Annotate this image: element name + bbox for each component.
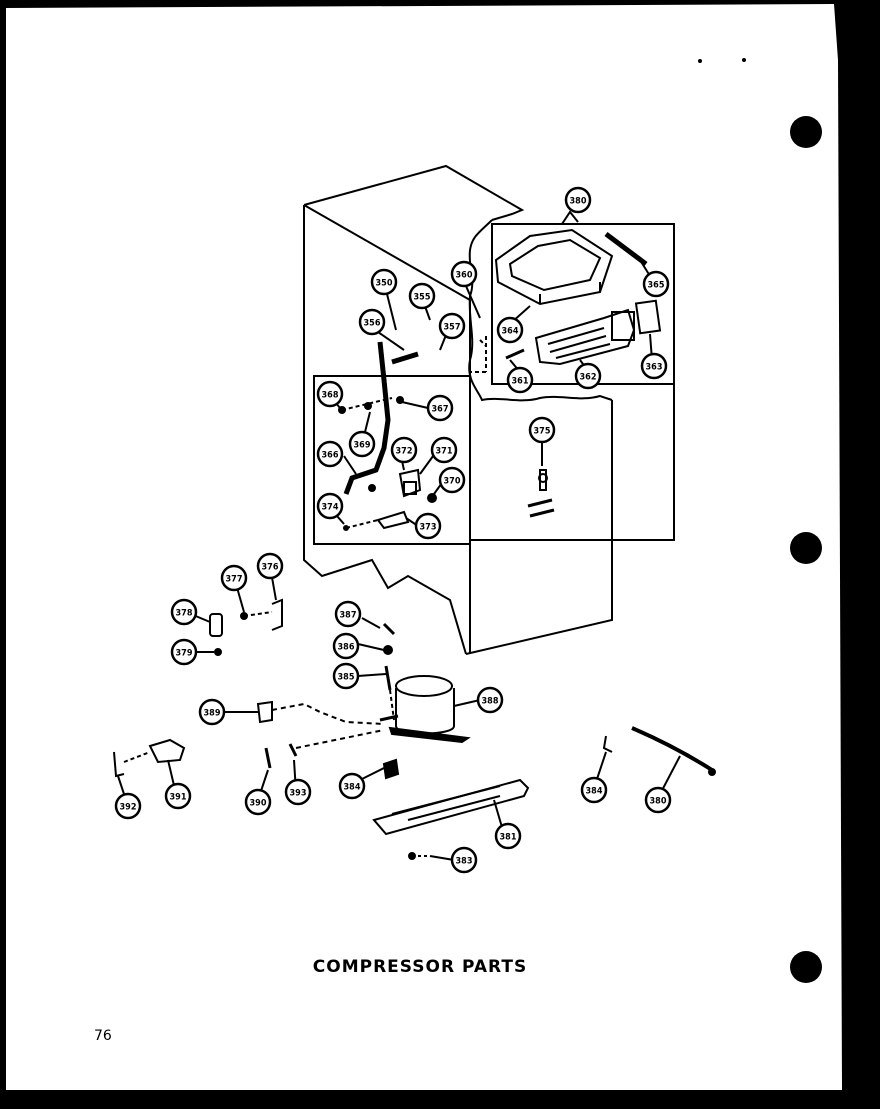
callout-c378: 378 bbox=[170, 598, 198, 626]
part-callouts: 380 350 355 360 356 357 364 365 361 362 363 368 367 3… bbox=[114, 186, 672, 874]
callout-label: 350 bbox=[376, 279, 393, 289]
callout-c391: 391 bbox=[164, 782, 192, 810]
callout-c367: 367 bbox=[426, 394, 454, 422]
callout-c379: 379 bbox=[170, 638, 198, 666]
callout-c356: 356 bbox=[358, 308, 386, 336]
binder-hole-bottom bbox=[790, 951, 822, 983]
callout-c387: 387 bbox=[334, 600, 362, 628]
callout-label: 377 bbox=[226, 575, 243, 585]
callout-c392: 392 bbox=[114, 792, 142, 820]
callout-label: 379 bbox=[176, 649, 193, 659]
callout-c384a: 384 bbox=[338, 772, 366, 800]
callout-label: 386 bbox=[338, 643, 355, 653]
callout-c362: 362 bbox=[574, 362, 602, 390]
callout-c369: 369 bbox=[348, 430, 376, 458]
callout-c389: 389 bbox=[198, 698, 226, 726]
callout-c384b: 384 bbox=[580, 776, 608, 804]
callout-label: 356 bbox=[364, 319, 381, 329]
callout-label: 392 bbox=[120, 803, 137, 813]
callout-label: 393 bbox=[290, 789, 307, 799]
callout-label: 390 bbox=[250, 799, 267, 809]
callout-c361: 361 bbox=[506, 366, 534, 394]
callout-label: 362 bbox=[580, 373, 597, 383]
callout-c357: 357 bbox=[438, 312, 466, 340]
callout-c363: 363 bbox=[640, 352, 668, 380]
callout-c355: 355 bbox=[408, 282, 436, 310]
diagram-caption: COMPRESSOR PARTS bbox=[313, 957, 527, 977]
paper-sheet bbox=[6, 4, 842, 1090]
callout-label: 374 bbox=[322, 503, 339, 513]
callout-c380b: 380 bbox=[644, 786, 672, 814]
callout-label: 376 bbox=[262, 563, 279, 573]
callout-c390: 390 bbox=[244, 788, 272, 816]
callout-label: 381 bbox=[500, 833, 517, 843]
callout-label: 369 bbox=[354, 441, 371, 451]
callout-label: 361 bbox=[512, 377, 529, 387]
callout-c364: 364 bbox=[496, 316, 524, 344]
callout-c388: 388 bbox=[476, 686, 504, 714]
callout-label: 384 bbox=[586, 787, 603, 797]
callout-label: 391 bbox=[170, 793, 187, 803]
callout-label: 373 bbox=[420, 523, 437, 533]
callout-label: 366 bbox=[322, 451, 339, 461]
callout-label: 367 bbox=[432, 405, 449, 415]
callout-label: 370 bbox=[444, 477, 461, 487]
callout-c377: 377 bbox=[220, 564, 248, 592]
line-art bbox=[113, 164, 716, 861]
callout-c350: 350 bbox=[370, 268, 398, 296]
callout-label: 371 bbox=[436, 447, 453, 457]
callout-label: 384 bbox=[344, 783, 361, 793]
callout-label: 385 bbox=[338, 673, 355, 683]
binder-hole-top bbox=[790, 116, 822, 148]
callout-c381: 381 bbox=[494, 822, 522, 850]
callout-c365: 365 bbox=[642, 270, 670, 298]
callout-c366: 366 bbox=[316, 440, 344, 468]
callout-label: 364 bbox=[502, 327, 519, 337]
callout-label: 380 bbox=[650, 797, 667, 807]
callout-label: 357 bbox=[444, 323, 461, 333]
callout-label: 365 bbox=[648, 281, 665, 291]
callout-c370: 370 bbox=[438, 466, 466, 494]
callout-c374: 374 bbox=[316, 492, 344, 520]
callout-c376: 376 bbox=[256, 552, 284, 580]
callout-label: 380 bbox=[570, 197, 587, 207]
callout-label: 368 bbox=[322, 391, 339, 401]
callout-label: 363 bbox=[646, 363, 663, 373]
callout-c371: 371 bbox=[430, 436, 458, 464]
callout-label: 388 bbox=[482, 697, 499, 707]
callout-c385: 385 bbox=[332, 662, 360, 690]
callout-c383: 383 bbox=[450, 846, 478, 874]
callout-label: 355 bbox=[414, 293, 431, 303]
callout-label: 383 bbox=[456, 857, 473, 867]
callout-c368: 368 bbox=[316, 380, 344, 408]
page-number: 76 bbox=[94, 1028, 112, 1044]
binder-hole-middle bbox=[790, 532, 822, 564]
callout-label: 389 bbox=[204, 709, 221, 719]
callout-c375: 375 bbox=[528, 416, 556, 444]
callout-label: 387 bbox=[340, 611, 357, 621]
callout-label: 360 bbox=[456, 271, 473, 281]
callout-c380: 380 bbox=[564, 186, 592, 214]
callout-c386: 386 bbox=[332, 632, 360, 660]
callout-label: 378 bbox=[176, 609, 193, 619]
callout-c373: 373 bbox=[414, 512, 442, 540]
callout-label: 375 bbox=[534, 427, 551, 437]
callout-c393: 393 bbox=[284, 778, 312, 806]
callout-label: 372 bbox=[396, 447, 413, 457]
callout-c372: 372 bbox=[390, 436, 418, 464]
callout-c360: 360 bbox=[450, 260, 478, 288]
cabinet-top-edge bbox=[303, 164, 525, 221]
